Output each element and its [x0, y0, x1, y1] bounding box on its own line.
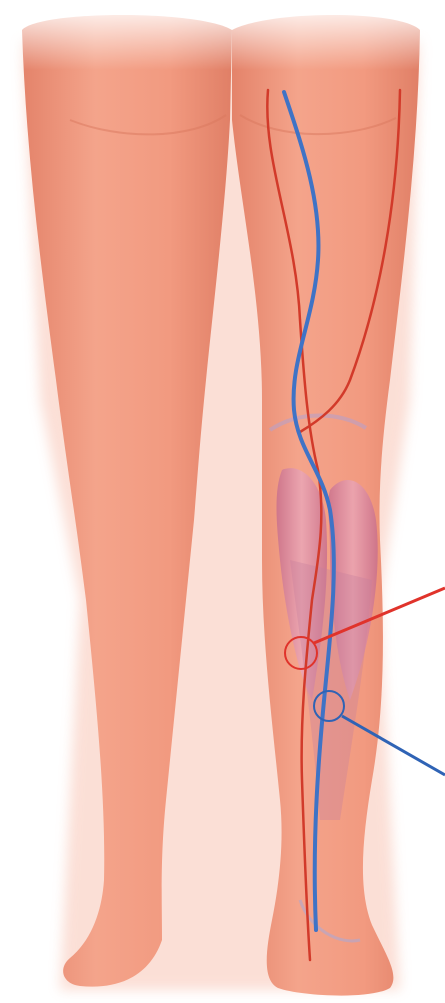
hip-fade [0, 0, 445, 70]
